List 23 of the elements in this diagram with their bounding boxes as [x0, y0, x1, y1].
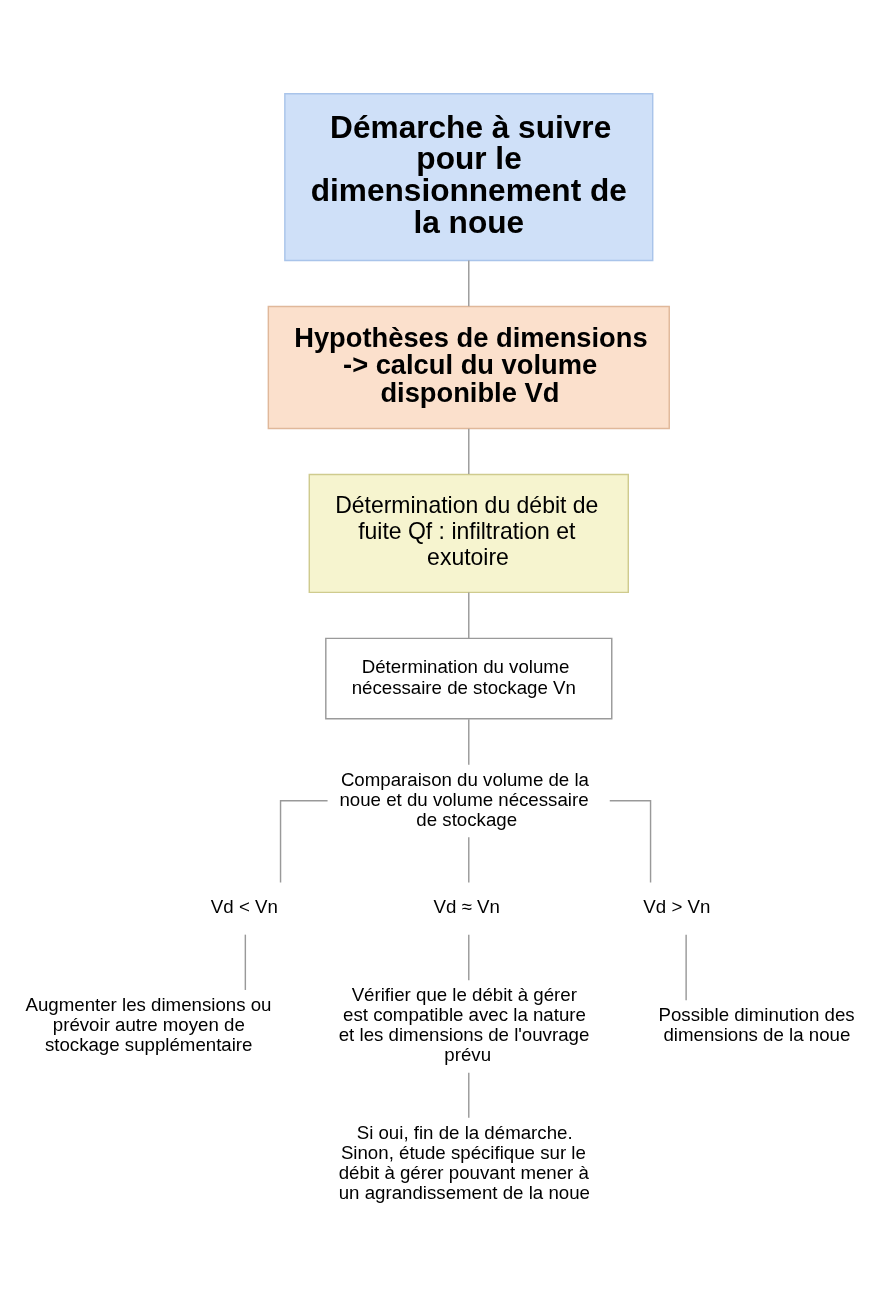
connector [468, 836, 470, 883]
node-box: Détermination du débit de fuite Qf : infiltration et exutoire [308, 473, 629, 593]
node-text: Vd ≈ Vn [433, 895, 500, 917]
node-text: Vérifier que le débit à gérer est compatible avec la nature et les dimensions de l'ouvrage prévu [338, 983, 590, 1065]
connector [468, 718, 470, 765]
node-box: Démarche à suivre pour le dimensionnement de la noue [284, 92, 654, 261]
node-text: Vd < Vn [210, 895, 278, 917]
connector [468, 1071, 470, 1119]
connector [609, 799, 652, 883]
node-text: Vd > Vn [643, 895, 711, 917]
connector [244, 933, 247, 991]
node-text: Comparaison du volume de la noue et du volume nécessaire de stockage [339, 767, 589, 830]
node-text: Possible diminution des dimensions de la noue [658, 1003, 855, 1045]
connector [468, 591, 470, 639]
node-text: Augmenter les dimensions ou prévoir autre moyen de stockage supplémentaire [25, 993, 272, 1055]
connector [468, 259, 470, 307]
connector [685, 933, 687, 1001]
node-box: Détermination du volume nécessaire de stockage Vn [325, 637, 613, 720]
connector [468, 933, 470, 981]
node-text: Si oui, fin de la démarche. Sinon, étude spécifique sur le débit à gérer pouvant mener à un agrandissement de la noue [338, 1121, 590, 1203]
connector [279, 799, 329, 883]
node-box: Hypothèses de dimensions -> calcul du volume disponible Vd [267, 305, 670, 429]
connector [468, 427, 470, 475]
